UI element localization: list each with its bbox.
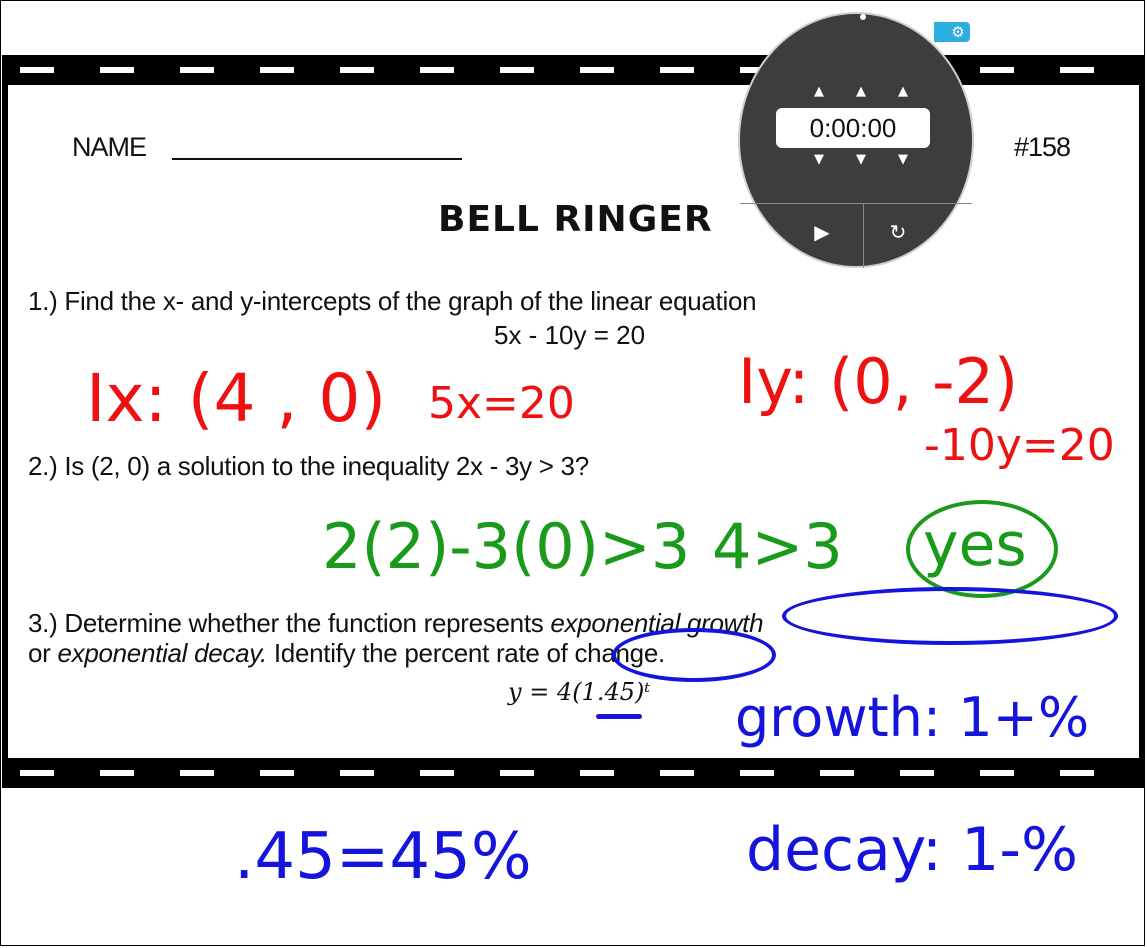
film-dash	[260, 67, 294, 73]
underline-1-45-mark	[596, 714, 642, 719]
film-dash	[580, 770, 614, 776]
film-dash	[100, 770, 134, 776]
handwritten-5x-20: 5x=20	[428, 378, 575, 429]
film-dash	[980, 770, 1014, 776]
growth-circle-mark	[782, 587, 1118, 645]
question-2: 2.) Is (2, 0) a solution to the inequali…	[28, 451, 589, 481]
timer-display: 0:00:00	[776, 108, 930, 148]
handwritten-decay-rule: decay: 1-%	[746, 815, 1079, 885]
timer-increment-row: ▲ ▲ ▲	[806, 84, 916, 99]
film-dash	[420, 770, 454, 776]
page-title: BELL RINGER	[438, 199, 713, 240]
question-3-decay: exponential decay.	[57, 638, 267, 668]
handwritten-x-intercept: Ix: (4 , 0)	[86, 360, 387, 437]
question-1-equation: 5x - 10y = 20	[494, 320, 646, 350]
film-dash	[20, 67, 54, 73]
film-strip-bottom	[2, 758, 1145, 788]
film-dash	[100, 67, 134, 73]
handwritten-y-intercept: Iy: (0, -2)	[738, 345, 1019, 418]
film-dash	[820, 770, 854, 776]
film-dash	[340, 67, 374, 73]
timer-settings-tab[interactable]	[934, 22, 970, 42]
film-dash	[260, 770, 294, 776]
name-label: NAME	[72, 132, 147, 162]
question-3-or: or	[28, 638, 58, 668]
film-dash	[500, 770, 534, 776]
name-blank-line	[172, 158, 462, 160]
seconds-down-button[interactable]: ▼	[898, 152, 908, 167]
seconds-up-button[interactable]: ▲	[898, 84, 908, 99]
film-dash	[660, 67, 694, 73]
film-dash	[180, 67, 214, 73]
handwritten-result: 4>3	[712, 510, 843, 583]
hours-up-button[interactable]: ▲	[814, 84, 824, 99]
timer-decrement-row: ▼ ▼ ▼	[806, 152, 916, 167]
timer-drag-handle[interactable]	[860, 14, 866, 20]
minutes-up-button[interactable]: ▲	[856, 84, 866, 99]
film-dash	[340, 770, 374, 776]
film-dash	[1060, 67, 1094, 73]
play-button[interactable]: ▶	[814, 220, 830, 244]
gear-icon[interactable]: ⚙	[951, 23, 965, 41]
question-3-formula: y = 4(1.45)ᵗ	[508, 678, 651, 706]
worksheet-number: #158	[1014, 132, 1071, 162]
film-dash	[660, 770, 694, 776]
hours-down-button[interactable]: ▼	[814, 152, 824, 167]
question-1: 1.) Find the x- and y-intercepts of the …	[28, 286, 757, 316]
handwritten-percent: .45=45%	[234, 820, 532, 894]
handwritten-inequality-check: 2(2)-3(0)>3	[322, 510, 691, 583]
film-dash	[740, 770, 774, 776]
film-dash	[180, 770, 214, 776]
percent-circle-mark	[612, 628, 776, 682]
film-dash	[580, 67, 614, 73]
question-3-rest: Identify the percent rate of change.	[266, 638, 665, 668]
film-dash	[980, 67, 1014, 73]
handwritten-growth-rule: growth: 1+%	[735, 686, 1090, 749]
yes-circle-mark	[906, 500, 1058, 598]
timer-divider-vertical	[863, 204, 864, 268]
question-3-line-2: or exponential decay. Identify the perce…	[28, 638, 665, 669]
film-dash	[500, 67, 534, 73]
film-dash	[1060, 770, 1094, 776]
reset-button[interactable]: ↻	[889, 220, 907, 244]
timer-divider-horizontal	[740, 203, 972, 204]
film-strip-top	[2, 55, 1145, 85]
film-dash	[420, 67, 454, 73]
film-dash	[20, 770, 54, 776]
minutes-down-button[interactable]: ▼	[856, 152, 866, 167]
film-dash	[900, 770, 934, 776]
question-3-start: 3.) Determine whether the function repre…	[28, 608, 551, 638]
handwritten-neg10y-20: -10y=20	[924, 420, 1115, 471]
